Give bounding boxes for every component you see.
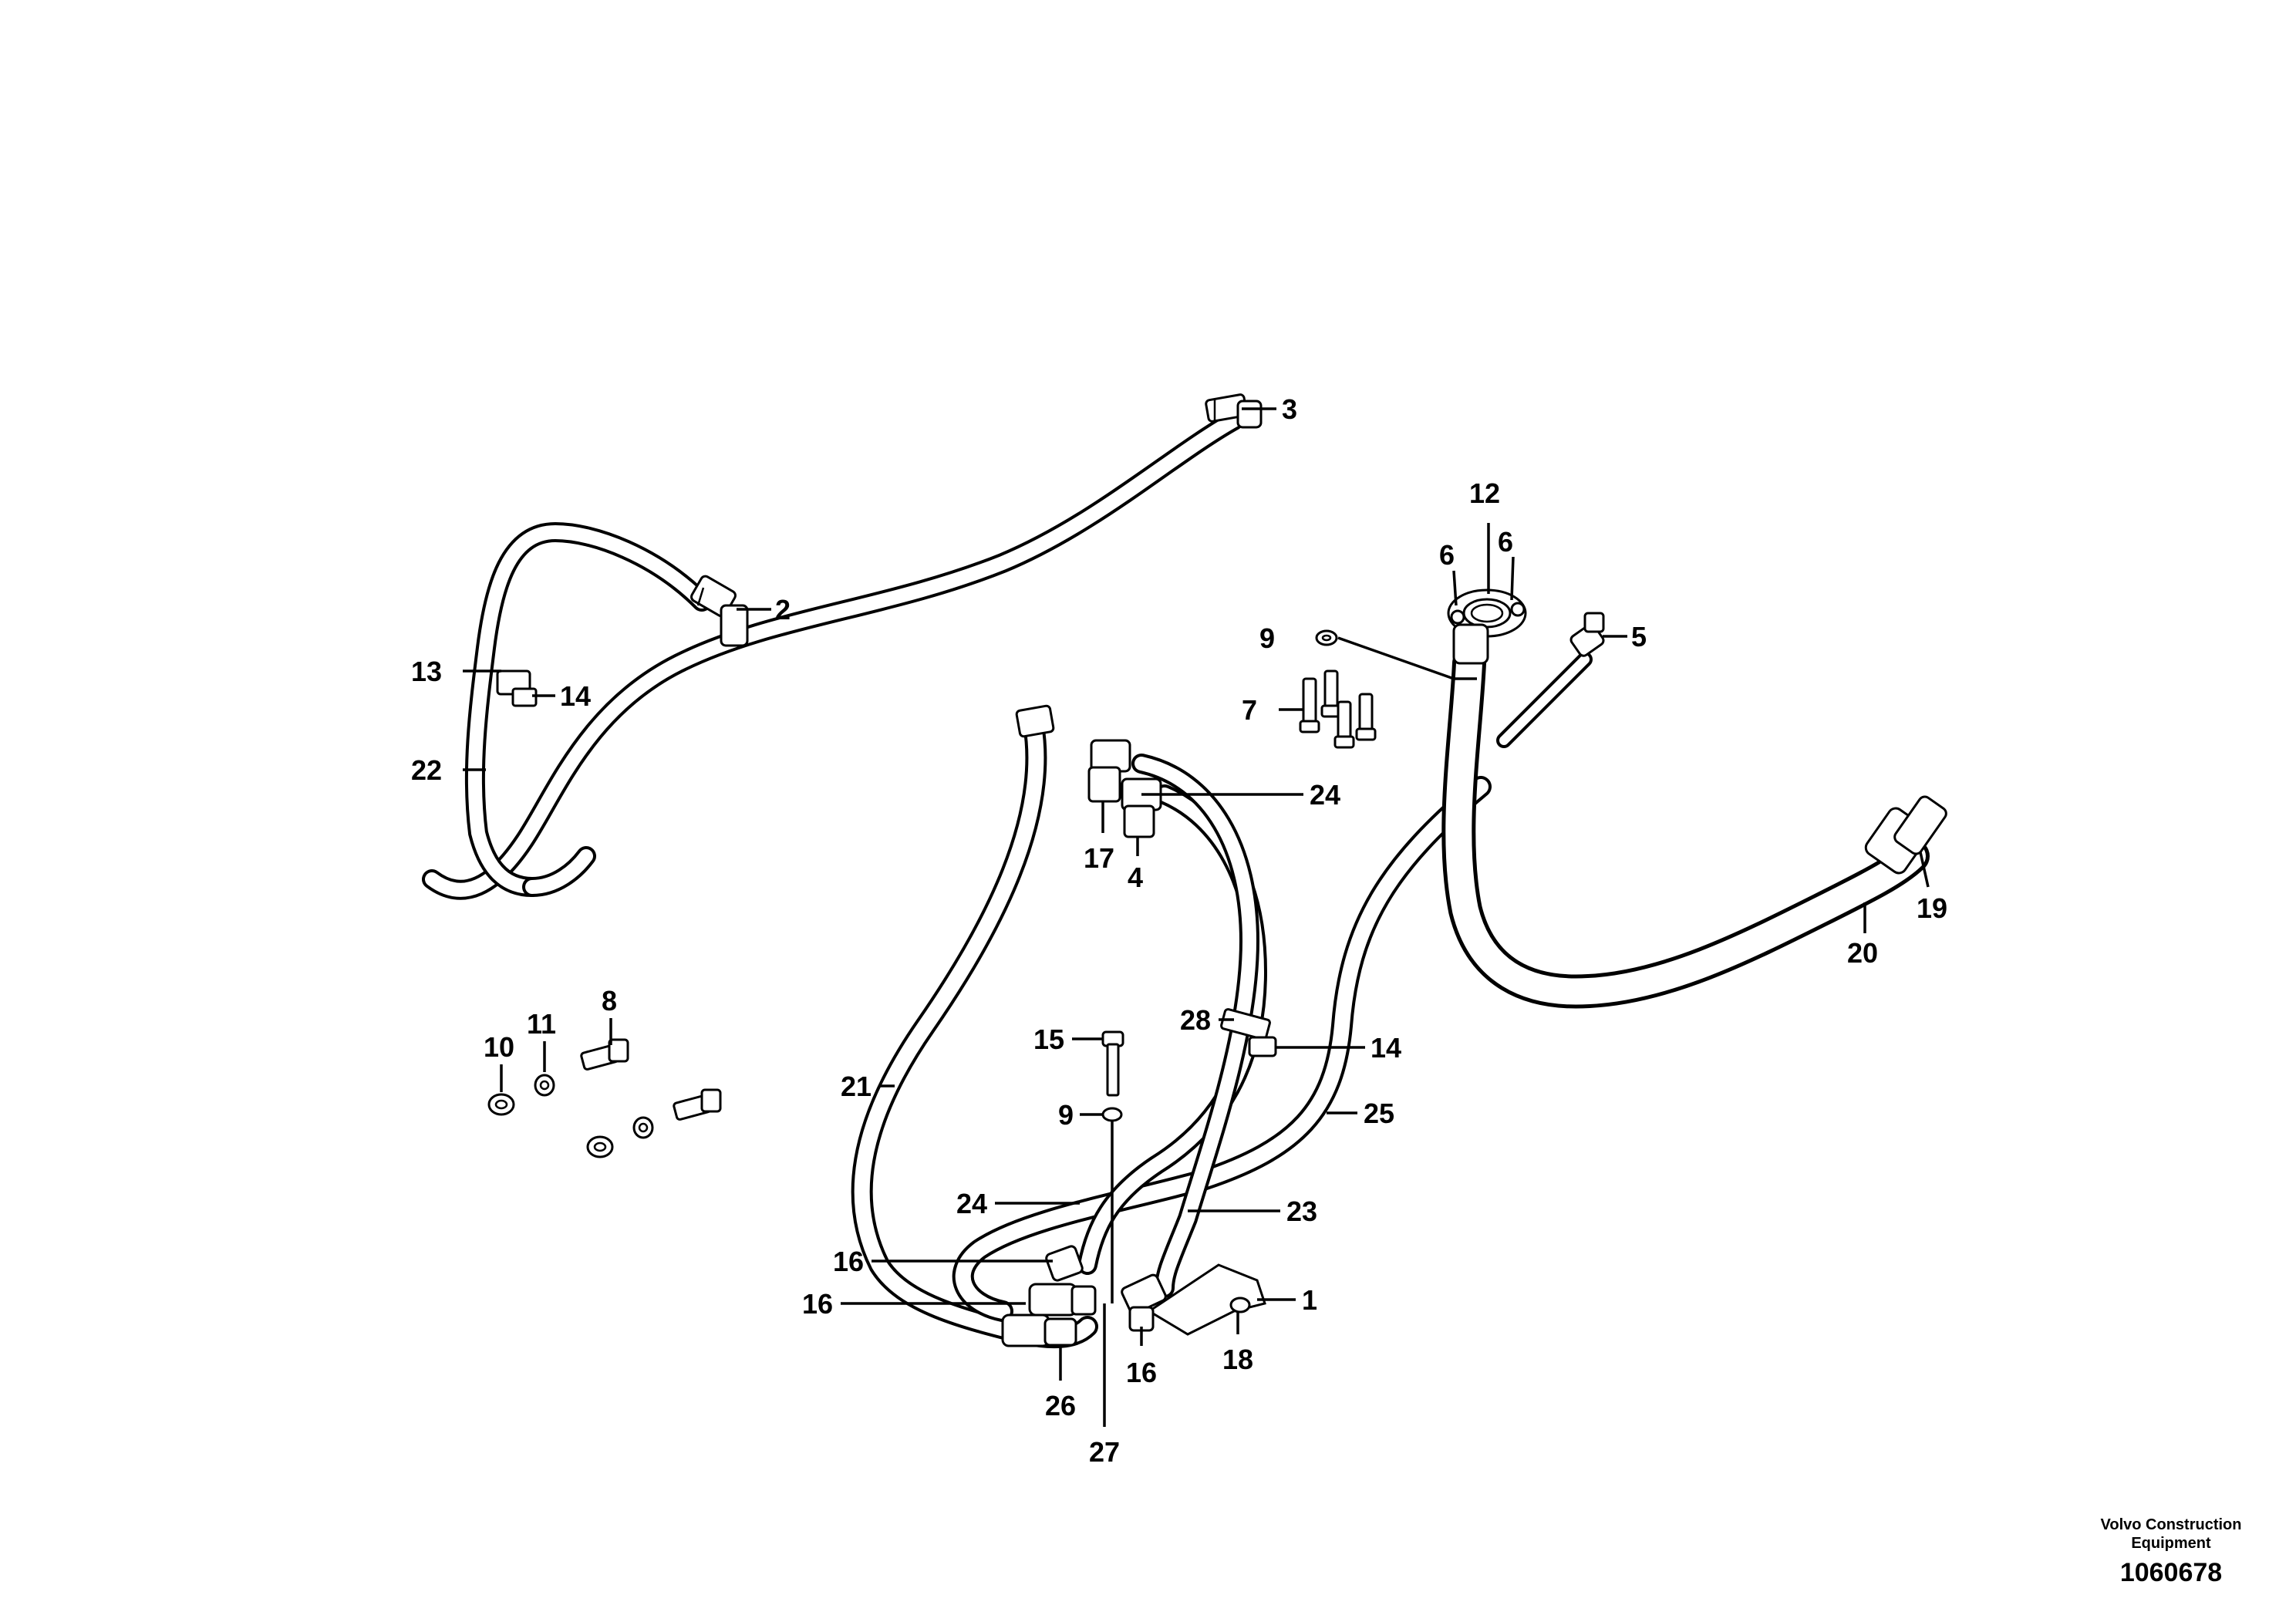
fitting-2 <box>690 575 749 647</box>
hose-22 <box>422 410 1244 900</box>
callout-11: 11 <box>527 1008 556 1040</box>
fitting-17-4 <box>1087 739 1162 838</box>
fitting-19 <box>1864 795 1947 875</box>
callout-17: 17 <box>1084 842 1114 874</box>
hose-25 <box>952 776 1492 1322</box>
brand-line-1: Volvo Construction <box>2101 1516 2242 1533</box>
callout-7: 7 <box>1242 694 1257 726</box>
callout-28: 28 <box>1180 1004 1211 1036</box>
callout-6: 6 <box>1439 539 1455 571</box>
bolt-15 <box>1101 1030 1124 1097</box>
brand-line-2: Equipment <box>2131 1535 2211 1552</box>
callout-19: 19 <box>1917 892 1947 924</box>
callout-numbers: 3 2 13 14 22 12 6 6 9 5 7 24 17 4 19 20 … <box>411 393 1947 1468</box>
callout-12: 12 <box>1469 477 1500 509</box>
callout-2: 2 <box>775 594 791 626</box>
loose-washers-10-11 <box>487 1074 654 1158</box>
callout-26: 26 <box>1045 1390 1076 1421</box>
callout-24: 24 <box>956 1188 987 1219</box>
callout-24: 24 <box>1310 779 1340 811</box>
loose-bolts-8 <box>580 1038 722 1121</box>
callout-22: 22 <box>411 754 442 786</box>
callout-25: 25 <box>1364 1098 1394 1129</box>
leader-lines <box>463 407 1930 1427</box>
bracket-1 <box>1147 1263 1266 1336</box>
flange-12 <box>1447 588 1527 665</box>
footer-brand: Volvo Construction Equipment 1060678 <box>2101 1516 2242 1587</box>
callout-23: 23 <box>1286 1195 1317 1227</box>
callout-20: 20 <box>1847 937 1878 969</box>
washer-9-top <box>1315 629 1338 646</box>
callout-14: 14 <box>560 680 591 712</box>
callout-14: 14 <box>1371 1032 1401 1064</box>
clamp-28-14 <box>1220 1008 1277 1057</box>
callout-8: 8 <box>602 985 617 1017</box>
callout-16: 16 <box>802 1288 833 1320</box>
fittings-16-bottom <box>1001 1245 1167 1347</box>
callout-16: 16 <box>1126 1357 1157 1388</box>
fitting-5 <box>1569 612 1605 657</box>
callout-6: 6 <box>1498 526 1513 558</box>
callout-16: 16 <box>833 1246 864 1277</box>
callout-9: 9 <box>1058 1099 1074 1131</box>
bolts-7 <box>1299 669 1377 749</box>
callout-15: 15 <box>1033 1023 1064 1055</box>
fitting-clamp-13-14 <box>496 669 538 707</box>
callout-1: 1 <box>1302 1284 1317 1316</box>
callout-5: 5 <box>1631 621 1647 653</box>
callout-13: 13 <box>411 656 442 687</box>
callout-18: 18 <box>1222 1344 1253 1375</box>
callout-10: 10 <box>484 1031 514 1063</box>
callout-3: 3 <box>1282 393 1297 425</box>
callout-21: 21 <box>841 1071 872 1102</box>
fitting-21-top <box>1015 704 1055 738</box>
hose-20 <box>1441 646 1930 1009</box>
callout-9: 9 <box>1259 622 1275 654</box>
hose-5-thin <box>1496 652 1593 748</box>
washer-9-lower <box>1101 1107 1123 1122</box>
callout-27: 27 <box>1089 1436 1120 1468</box>
document-number: 1060678 <box>2120 1558 2222 1587</box>
callout-4: 4 <box>1128 862 1143 893</box>
